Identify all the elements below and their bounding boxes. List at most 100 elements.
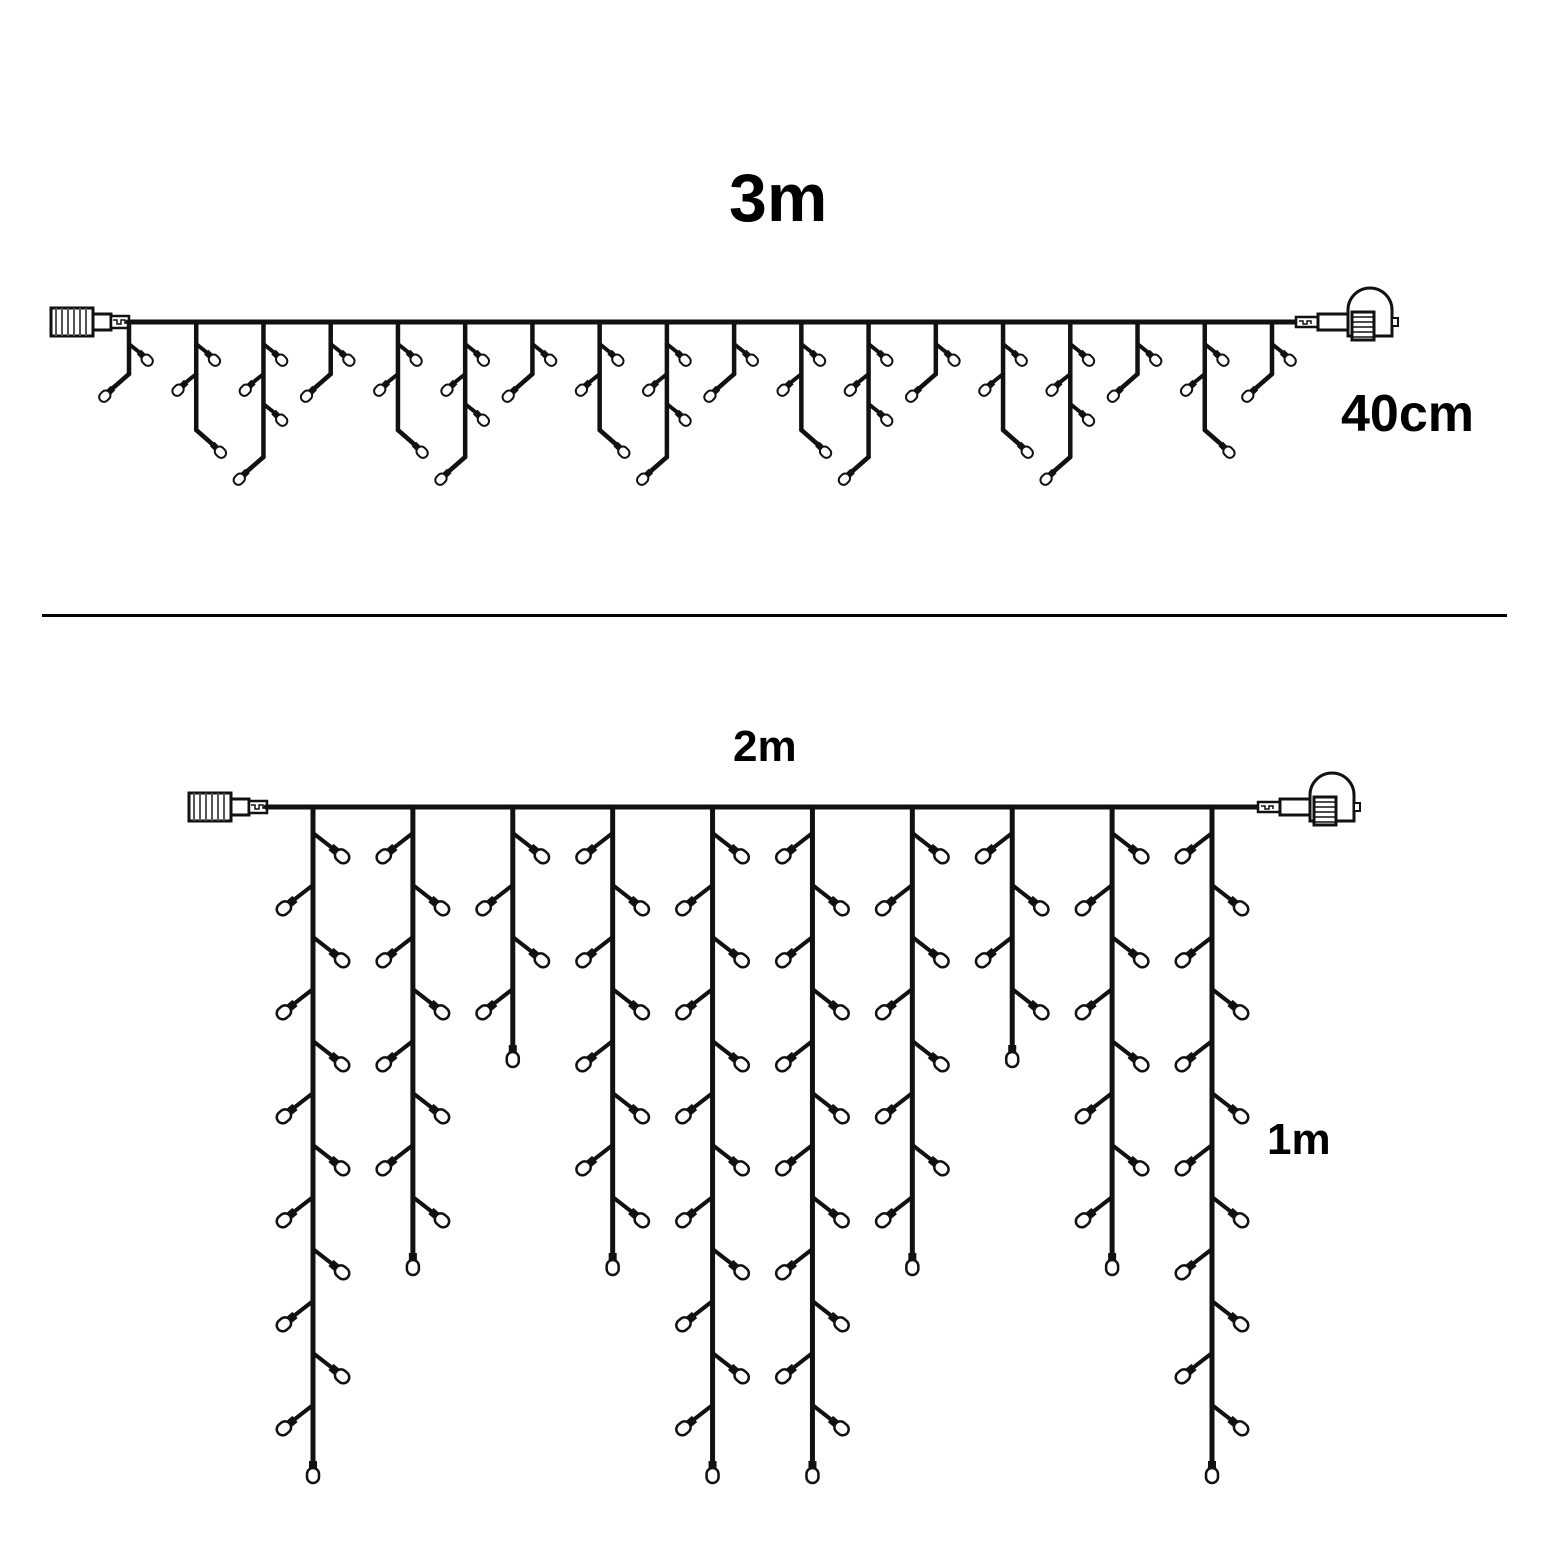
wire — [446, 454, 468, 474]
wire — [692, 1091, 715, 1109]
led-bulb-icon — [905, 1251, 920, 1277]
wire — [328, 342, 343, 354]
wire — [410, 1195, 433, 1213]
wire — [892, 987, 915, 1005]
wire — [692, 1299, 715, 1317]
wire — [293, 987, 315, 1005]
wire — [463, 342, 478, 354]
wire — [850, 454, 871, 474]
wire — [592, 935, 615, 953]
wire — [692, 987, 715, 1005]
strand — [273, 804, 353, 1485]
wire — [866, 402, 881, 414]
strand — [372, 804, 453, 1277]
wire — [610, 987, 633, 1005]
wire — [453, 372, 468, 384]
socket-connector-icon — [1256, 771, 1361, 827]
wire — [1192, 1143, 1214, 1161]
wire — [1210, 1195, 1232, 1213]
wire — [194, 342, 209, 354]
wire — [1270, 342, 1284, 354]
wire — [1135, 342, 1150, 354]
wire — [1210, 987, 1232, 1005]
strand — [972, 804, 1053, 1069]
wire — [1001, 342, 1016, 354]
top-drop-label: 40cm — [1341, 385, 1474, 443]
wire — [1110, 1143, 1133, 1161]
wire — [1192, 1247, 1214, 1265]
wire — [1210, 1403, 1232, 1421]
wire — [592, 1143, 615, 1161]
wire — [127, 342, 141, 354]
strand — [835, 319, 896, 488]
led-bulb-icon — [1004, 1043, 1020, 1069]
wire — [654, 372, 669, 384]
wire — [732, 342, 747, 354]
wire — [510, 935, 533, 953]
wire — [933, 342, 948, 354]
wire — [792, 1143, 815, 1161]
wire — [311, 1143, 333, 1161]
wire — [992, 831, 1015, 849]
led-bulb-icon — [405, 1251, 421, 1277]
wire — [1092, 987, 1115, 1005]
wire — [293, 1403, 315, 1421]
wire — [910, 1143, 933, 1161]
wire — [492, 987, 515, 1005]
bottom-width-label: 2m — [733, 722, 797, 771]
wire — [892, 883, 915, 901]
wire — [1192, 1039, 1214, 1057]
wire — [293, 1195, 315, 1213]
wire — [892, 1091, 915, 1109]
wire — [692, 883, 715, 901]
wire — [392, 935, 415, 953]
wire — [810, 1091, 833, 1109]
wire — [792, 831, 815, 849]
wire — [1253, 371, 1275, 391]
wire — [514, 371, 535, 391]
wire — [1202, 342, 1217, 354]
wire — [410, 1091, 433, 1109]
wire — [1092, 1091, 1115, 1109]
wire — [463, 402, 478, 414]
wire — [311, 1039, 333, 1057]
wire — [587, 372, 602, 384]
wire — [610, 1091, 633, 1109]
wire — [392, 1143, 415, 1161]
wire — [991, 372, 1006, 384]
wire — [799, 342, 814, 354]
plug-connector-icon — [49, 306, 131, 338]
strand — [371, 319, 431, 461]
wire — [395, 342, 410, 354]
strand — [472, 804, 553, 1069]
wire — [261, 402, 276, 414]
wire — [710, 1247, 733, 1265]
wire — [810, 987, 833, 1005]
wire — [385, 372, 400, 384]
wire — [395, 427, 417, 447]
wire — [1068, 342, 1083, 354]
strand — [572, 319, 633, 461]
wire — [1110, 1039, 1133, 1057]
wire — [917, 371, 939, 391]
wire — [392, 1039, 415, 1057]
wire — [261, 342, 276, 354]
strand — [1104, 319, 1165, 405]
wire — [648, 454, 670, 474]
wire — [1010, 987, 1033, 1005]
wire — [592, 1039, 615, 1057]
wire — [1068, 402, 1083, 414]
strand — [902, 319, 963, 405]
wire — [710, 1351, 733, 1369]
wire — [715, 371, 737, 391]
strand — [701, 319, 761, 405]
wire — [710, 935, 733, 953]
top-icicle-string — [49, 286, 1399, 488]
wire — [1192, 831, 1214, 849]
wire — [610, 883, 633, 901]
led-bulb-icon — [305, 1459, 321, 1485]
wire — [293, 883, 315, 901]
wire — [664, 402, 679, 414]
wire — [792, 935, 815, 953]
wire — [1192, 935, 1214, 953]
